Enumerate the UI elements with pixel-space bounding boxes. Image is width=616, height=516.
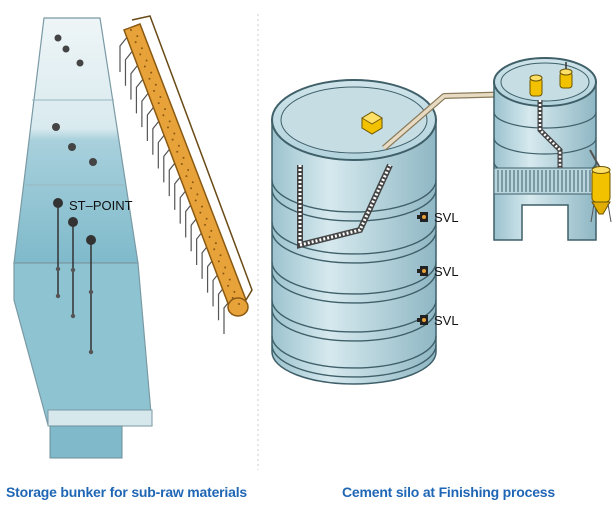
cement-silo-large	[271, 79, 437, 385]
caption-storage-bunker: Storage bunker for sub-raw materials	[6, 484, 247, 500]
svl-label-1: SVL	[434, 210, 459, 225]
cement-silo-small	[493, 57, 597, 241]
svl-label-3: SVL	[434, 313, 459, 328]
side-hopper	[589, 149, 612, 223]
st-point-label: ST–POINT	[69, 198, 133, 213]
svl-label-2: SVL	[434, 264, 459, 279]
st-point-sensors	[53, 198, 96, 355]
caption-cement-silo: Cement silo at Finishing process	[342, 484, 555, 500]
svl-sensors	[417, 212, 428, 325]
belt-conveyor	[119, 15, 253, 334]
bunker-sensor-cluster	[52, 34, 97, 166]
storage-bunker	[13, 17, 153, 459]
